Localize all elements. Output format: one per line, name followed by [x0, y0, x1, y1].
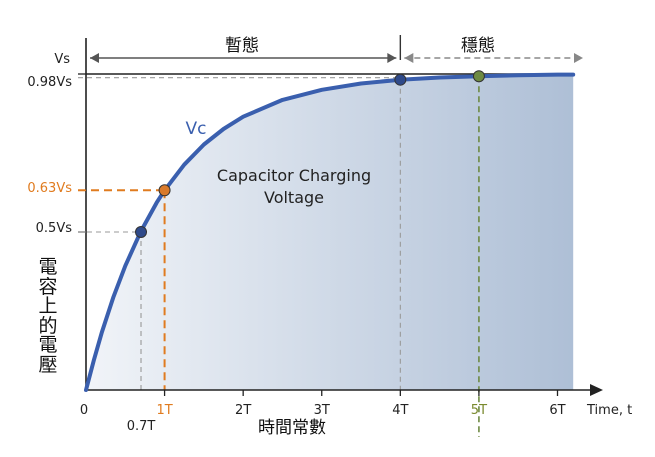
y-axis-label-char: 容 [38, 275, 58, 298]
y-tick-label: 0.5Vs [36, 221, 73, 236]
data-point-marker [135, 226, 148, 238]
x-tick-label: 4T [392, 403, 408, 418]
x-tick-label: 5T [471, 403, 487, 418]
y-tick-label: Vs [54, 52, 70, 67]
curve-area-fill [86, 74, 574, 390]
x-axis-end-label: Time, t [586, 403, 632, 418]
transient-arrow-left-head [90, 53, 99, 63]
curve-label: Vc [186, 119, 207, 139]
chart-title-line-2: Voltage [264, 188, 324, 207]
y-tick-label: 0.98Vs [27, 75, 72, 90]
x-tick-label-extra: 0.7T [127, 419, 156, 434]
x-tick-label: 2T [235, 403, 251, 418]
y-axis-label: 電 容 上 的 電 壓 [37, 256, 59, 376]
x-axis-title: 時間常數 [258, 418, 326, 438]
y-axis-label-char: 電 [38, 334, 58, 356]
y-tick-label: 0.63Vs [27, 181, 72, 196]
y-axis-label-char: 上 [38, 295, 58, 317]
chart-title-line-1: Capacitor Charging [217, 166, 371, 185]
x-tick-label: 6T [549, 403, 565, 418]
data-point-marker [158, 184, 171, 197]
x-tick-label: 0 [80, 403, 88, 418]
y-axis-label-char: 的 [38, 314, 58, 337]
transient-arrow-right-head [387, 53, 397, 63]
transient-region-label: 暫態 [225, 36, 259, 56]
steady-region-label: 穩態 [461, 36, 495, 56]
steady-arrow-right-head [574, 53, 583, 63]
data-point-marker [472, 70, 485, 83]
x-axis-arrowhead [590, 384, 603, 396]
x-tick-label: 3T [314, 403, 330, 418]
steady-arrow-left-head [404, 53, 414, 63]
data-point-marker [394, 73, 407, 86]
x-tick-label: 1T [156, 403, 172, 418]
y-axis-label-char: 電 [38, 256, 58, 278]
charging-curve [84, 72, 576, 392]
y-axis-label-char: 壓 [38, 353, 58, 376]
